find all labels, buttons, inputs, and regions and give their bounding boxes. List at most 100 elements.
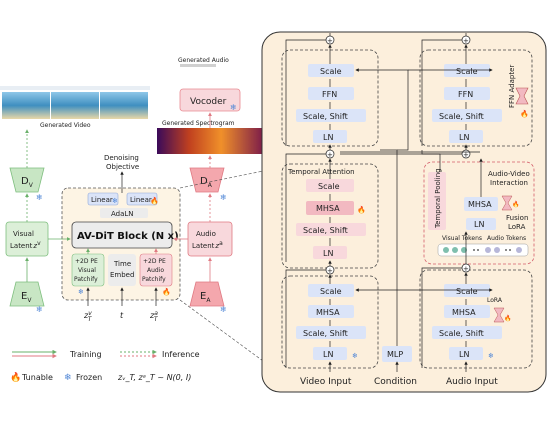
tunable-icon: 🔥 xyxy=(504,314,511,322)
plus-symbol: + xyxy=(327,267,333,275)
plus-symbol: + xyxy=(327,37,333,45)
ln-label: LN xyxy=(323,133,333,142)
encoder-audio-shape xyxy=(189,281,225,307)
visual-latent-line1: Visual xyxy=(13,230,34,238)
generated-audio-label: Generated Audio xyxy=(178,57,229,64)
temporal-pooling-box xyxy=(428,172,446,230)
visual-latent-line2: Latentzv xyxy=(10,240,41,250)
token-strip xyxy=(437,243,529,257)
ln-label: LN xyxy=(459,133,469,142)
block-ffn-right xyxy=(419,49,533,147)
adaln-label: AdaLN xyxy=(111,210,134,218)
audio-latent-line2: Latentza xyxy=(192,240,223,250)
ln-label: LN xyxy=(323,350,333,359)
scale-label: Scale xyxy=(320,67,342,76)
mhsa-label: MHSA xyxy=(316,204,340,213)
frozen-icon: ❄ xyxy=(488,352,494,360)
mhsa-label: MHSA xyxy=(468,200,492,209)
denoising-objective-line1: Denoising xyxy=(104,154,139,162)
time-embed-line1: Time xyxy=(113,260,131,268)
scale-shift-label: Scale, Shift xyxy=(439,112,484,121)
temporal-attention-stack: Scale MHSA Scale, Shift LN xyxy=(296,179,366,259)
fusion-lora-line1: Fusion xyxy=(506,214,528,222)
adaln-box xyxy=(100,208,148,218)
token-dots xyxy=(443,247,522,253)
audio-waveform-placeholder xyxy=(180,64,216,67)
decoder-audio-shape xyxy=(189,167,225,193)
linear-right-box xyxy=(126,192,158,206)
audio-patchify-line3: Patchify xyxy=(142,276,166,283)
condition-label: Condition xyxy=(374,377,417,387)
tunable-icon: 🔥 xyxy=(150,196,159,205)
tunable-icon: 🔥 xyxy=(512,200,519,208)
encoder-video-label: EV xyxy=(21,291,32,304)
visual-patchify-line1: +2D PE xyxy=(75,258,98,265)
audio-patchify-line1: +2D PE xyxy=(143,258,166,265)
scale-shift-label: Scale, Shift xyxy=(303,329,348,338)
scale-label: Scale xyxy=(318,182,340,191)
av-interaction-line2: Interaction xyxy=(490,179,528,187)
mlp-label: MLP xyxy=(387,350,403,359)
frozen-icon: ❄ xyxy=(78,288,84,296)
legend-frozen-label: Frozen xyxy=(76,373,102,382)
decoder-video-label: DV xyxy=(21,176,34,189)
ln-fusion-box xyxy=(466,218,496,230)
visual-patchify-line3: Patchify xyxy=(74,276,98,283)
ffn-left-stack: Scale FFN Scale, Shift LN xyxy=(296,64,366,143)
scale-label: Scale xyxy=(320,287,342,296)
frozen-icon: ❄ xyxy=(220,193,227,202)
frozen-icon: ❄ xyxy=(36,305,43,314)
frozen-icon: ❄ xyxy=(64,373,72,383)
time-embed-box xyxy=(108,254,136,286)
scale-shift-label: Scale, Shift xyxy=(303,226,348,235)
visual-patchify-line2: Visual xyxy=(78,267,96,274)
tunable-icon: 🔥 xyxy=(520,109,529,118)
denoising-objective-line2: Objective xyxy=(106,163,139,171)
flow-arrows xyxy=(285,33,493,372)
frozen-icon: ❄ xyxy=(112,197,118,205)
legend-training-label: Training xyxy=(69,350,102,359)
encoder-audio-label: EA xyxy=(200,291,211,304)
lora-icon xyxy=(493,307,505,323)
ln-label: LN xyxy=(323,249,333,258)
legend-inference-label: Inference xyxy=(162,350,200,359)
tunable-icon: 🔥 xyxy=(10,371,21,383)
video-input-stack: Scale MHSA Scale, Shift LN xyxy=(296,284,366,360)
audio-latent-box xyxy=(187,221,233,257)
audio-input-stack: Scale MHSA Scale, Shift LN xyxy=(432,284,502,360)
scale-shift-label: Scale, Shift xyxy=(303,112,348,121)
linear-right-label: Linear xyxy=(130,196,152,204)
plus-symbol: + xyxy=(463,37,469,45)
decoder-audio-label: DA xyxy=(200,176,213,189)
frozen-icon: ❄ xyxy=(230,103,237,112)
fusion-lora-line2: LoRA xyxy=(508,223,526,231)
legend-tunable-label: Tunable xyxy=(21,373,53,382)
avdit-block-box xyxy=(71,221,173,249)
adapter-icon xyxy=(515,87,529,105)
encoder-video-shape xyxy=(9,281,45,307)
av-interaction-line1: Audio-Video xyxy=(488,170,530,178)
scale-shift-label: Scale, Shift xyxy=(439,329,484,338)
spectrogram-image xyxy=(157,128,264,154)
ffn-adapter-label: FFN Adapter xyxy=(508,65,516,108)
linear-left-label: Linear xyxy=(91,196,113,204)
time-embed-line2: Embed xyxy=(110,271,134,279)
lora-label: LoRA xyxy=(487,297,503,304)
temporal-attention-label: Temporal Attention xyxy=(287,168,355,176)
visual-latent-box xyxy=(5,221,49,257)
block-audio-input xyxy=(419,269,533,369)
video-input-label: Video Input xyxy=(300,377,352,387)
mhsa-label: MHSA xyxy=(452,308,476,317)
generated-video-label: Generated Video xyxy=(40,122,91,129)
mhsa-fusion-box xyxy=(464,197,498,211)
input-t-label: t xyxy=(120,311,124,320)
plus-symbol: + xyxy=(327,151,333,159)
ffn-right-stack: Scale FFN Scale, Shift LN xyxy=(432,64,502,143)
ln-label: LN xyxy=(474,220,484,229)
temporal-pooling-label: Temporal Pooling xyxy=(434,168,442,229)
block-av-interaction xyxy=(423,161,535,265)
frozen-icon: ❄ xyxy=(220,305,227,314)
mhsa-label: MHSA xyxy=(316,308,340,317)
